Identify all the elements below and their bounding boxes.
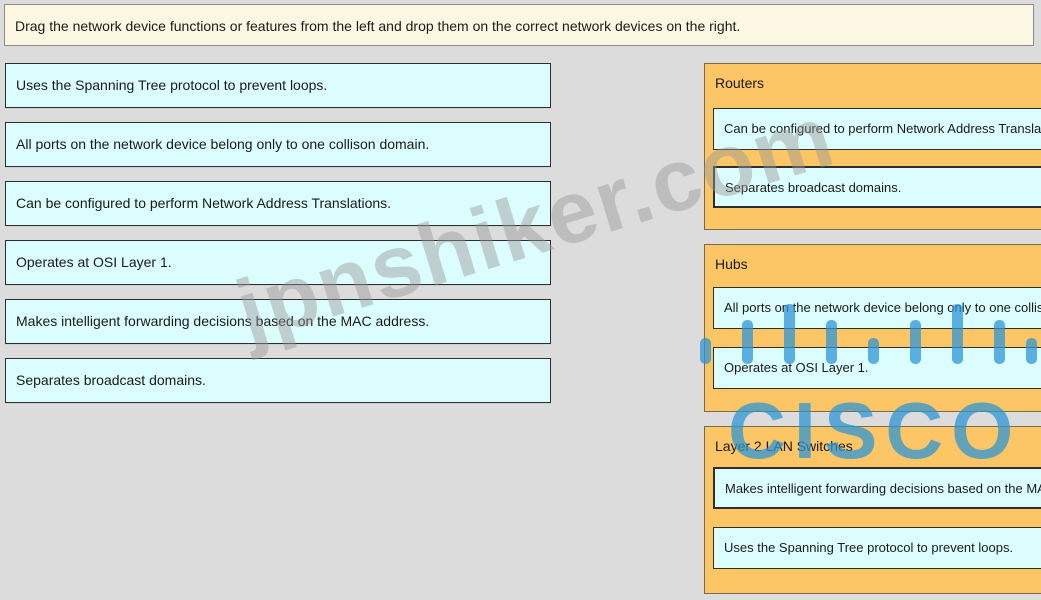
drop-zone-title: Layer 2 LAN Switches <box>715 438 853 454</box>
drag-item-label: Can be configured to perform Network Add… <box>16 195 392 211</box>
drag-item-nat[interactable]: Can be configured to perform Network Add… <box>5 181 551 226</box>
drop-slot[interactable]: Makes intelligent forwarding decisions b… <box>713 467 1041 509</box>
drag-item-mac-forwarding[interactable]: Makes intelligent forwarding decisions b… <box>5 299 551 344</box>
drop-slot[interactable]: All ports on the network device belong o… <box>713 287 1041 329</box>
drag-item-osi-layer-1[interactable]: Operates at OSI Layer 1. <box>5 240 551 285</box>
drag-item-label: Makes intelligent forwarding decisions b… <box>16 313 430 329</box>
drag-item-label: Uses the Spanning Tree protocol to preve… <box>16 77 328 93</box>
drag-item-label: Operates at OSI Layer 1. <box>16 254 172 270</box>
drop-slot[interactable]: Uses the Spanning Tree protocol to preve… <box>713 527 1041 569</box>
drop-slot-label: Uses the Spanning Tree protocol to preve… <box>724 540 1014 555</box>
drop-zone-routers[interactable]: Routers Can be configured to perform Net… <box>704 63 1041 230</box>
drop-zone-hubs[interactable]: Hubs All ports on the network device bel… <box>704 244 1041 412</box>
drop-slot[interactable]: Can be configured to perform Network Add… <box>713 108 1041 150</box>
drop-zone-layer2-switches[interactable]: Layer 2 LAN Switches Makes intelligent f… <box>704 426 1041 594</box>
drop-slot-label: Separates broadcast domains. <box>725 180 902 195</box>
drop-slot-label: Makes intelligent forwarding decisions b… <box>725 481 1041 496</box>
drag-item-label: All ports on the network device belong o… <box>16 136 430 152</box>
drag-item-broadcast-domains[interactable]: Separates broadcast domains. <box>5 358 551 403</box>
drop-zone-title: Hubs <box>715 256 748 272</box>
drop-slot-label: Can be configured to perform Network Add… <box>724 121 1041 136</box>
drop-slot[interactable]: Operates at OSI Layer 1. <box>713 347 1041 389</box>
instructions-text: Drag the network device functions or fea… <box>15 18 741 34</box>
drop-slot-label: Operates at OSI Layer 1. <box>724 360 869 375</box>
drag-item-collision-domain[interactable]: All ports on the network device belong o… <box>5 122 551 167</box>
drop-zone-title: Routers <box>715 75 765 91</box>
instructions-bar: Drag the network device functions or fea… <box>4 4 1034 46</box>
drop-slot[interactable]: Separates broadcast domains. <box>713 166 1041 208</box>
drop-slot-label: All ports on the network device belong o… <box>724 300 1041 315</box>
drag-item-spanning-tree[interactable]: Uses the Spanning Tree protocol to preve… <box>5 63 551 108</box>
drag-item-label: Separates broadcast domains. <box>16 372 206 388</box>
